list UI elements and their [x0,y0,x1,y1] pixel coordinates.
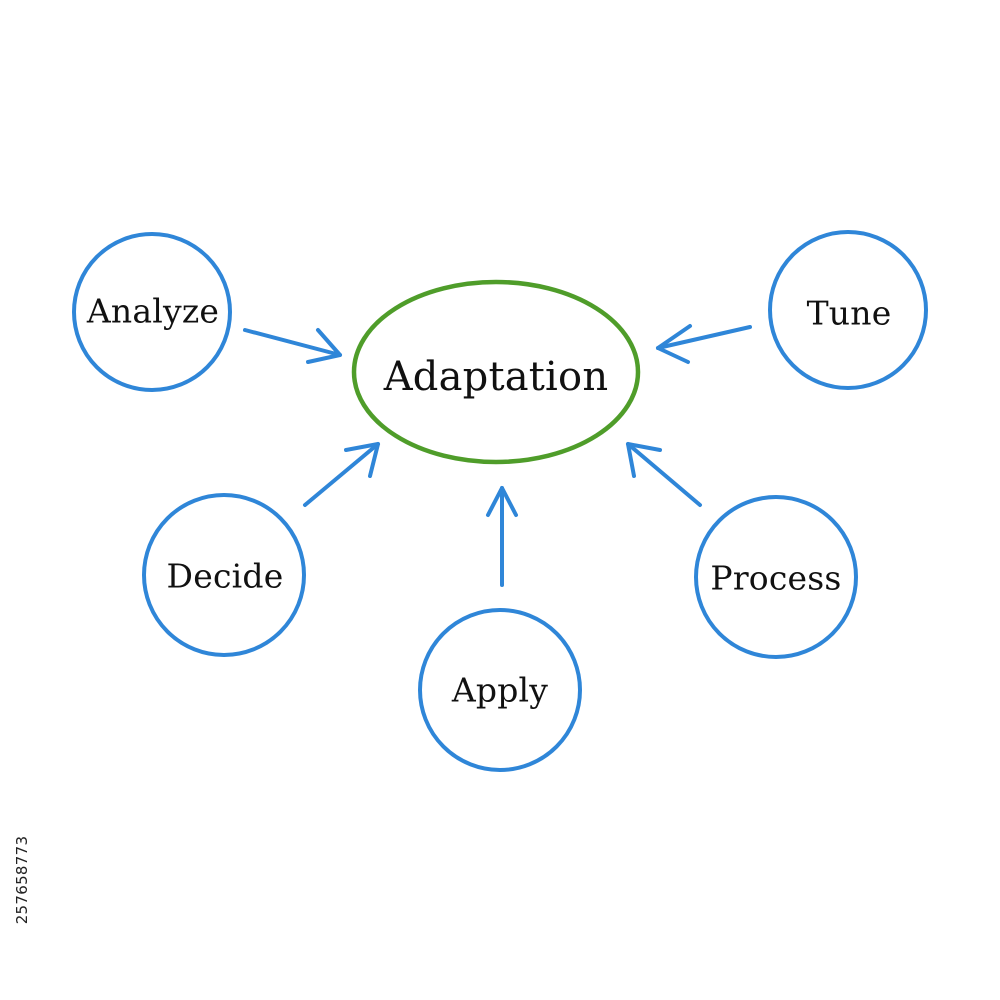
node-label-apply: Apply [451,670,549,710]
arrow-decide-to-center [303,442,380,507]
arrow-analyze-to-center [243,328,342,364]
node-label-tune: Tune [806,293,892,333]
node-circle-apply [418,608,582,772]
node-circle-decide [142,493,306,657]
image-id-text: 257658773 [13,835,31,925]
node-label-analyze: Analyze [86,291,220,331]
center-label: Adaptation [383,354,609,400]
node-label-process: Process [710,558,842,598]
node-label-decide: Decide [166,556,284,596]
center-ellipse [351,279,641,465]
arrow-process-to-center [626,442,702,507]
node-circle-process [694,495,858,659]
node-circle-tune [768,230,928,390]
arrow-apply-to-center [486,486,518,587]
arrow-tune-to-center [656,324,752,364]
node-circle-analyze [72,232,232,392]
